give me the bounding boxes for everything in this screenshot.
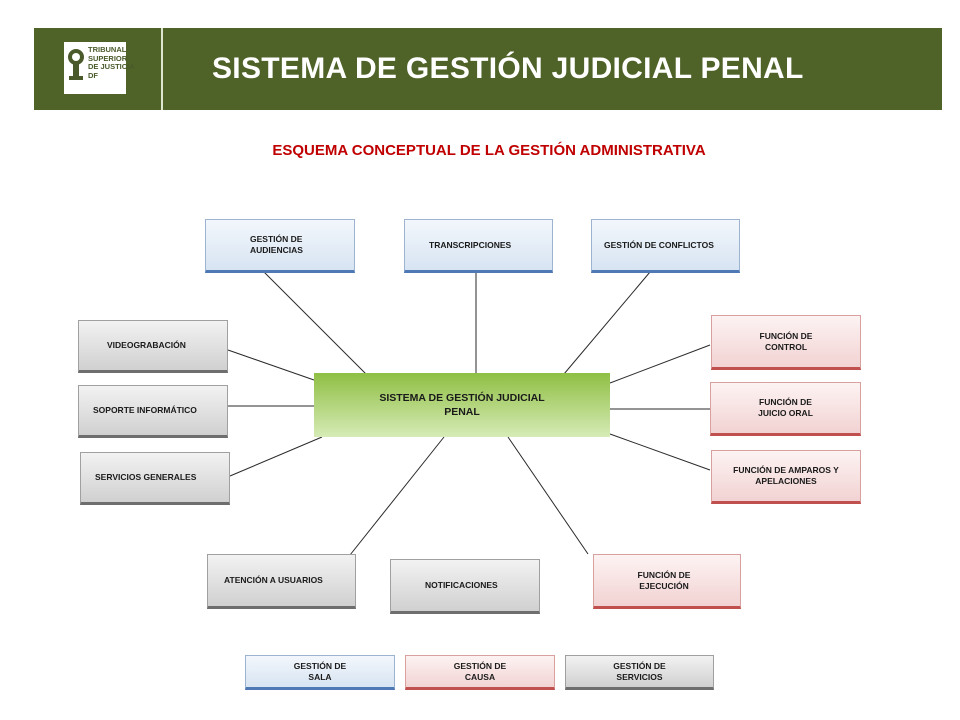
header-divider	[161, 28, 163, 110]
node-funcion-ejecucion-label: FUNCIÓN DE EJECUCIÓN	[637, 569, 691, 591]
node-atencion-usuarios-label: ATENCIÓN A USUARIOS	[224, 575, 323, 585]
node-funcion-amparos-label: FUNCIÓN DE AMPAROS Y APELACIONES	[733, 465, 839, 486]
page-title: SISTEMA DE GESTIÓN JUDICIAL PENAL	[34, 52, 942, 86]
node-videograbacion: VIDEOGRABACIÓN	[78, 320, 228, 373]
tribunal-logo-mark	[68, 49, 84, 80]
legend-gestion-causa-label: GESTIÓN DE CAUSA	[453, 660, 507, 682]
node-funcion-control-label: FUNCIÓN DE CONTROL	[759, 330, 813, 352]
node-funcion-control: FUNCIÓN DE CONTROL	[711, 315, 861, 370]
node-transcripciones: TRANSCRIPCIONES	[404, 219, 553, 273]
connector-atencion	[349, 436, 445, 556]
node-soporte-informatico: SOPORTE INFORMÁTICO	[78, 385, 228, 438]
node-transcripciones-label: TRANSCRIPCIONES	[429, 239, 512, 250]
node-gestion-audiencias-label: GESTIÓN DE AUDIENCIAS	[250, 234, 303, 255]
node-videograbacion-label: VIDEOGRABACIÓN	[107, 340, 186, 350]
tribunal-logo-text: TRIBUNAL SUPERIOR DE JUSTICIA DF	[88, 45, 135, 80]
diagram-subtitle: ESQUEMA CONCEPTUAL DE LA GESTIÓN ADMINIS…	[272, 142, 706, 159]
tribunal-logo: TRIBUNAL SUPERIOR DE JUSTICIA DF	[64, 42, 135, 94]
node-soporte-informatico-label: SOPORTE INFORMÁTICO	[93, 405, 197, 415]
legend-gestion-servicios: GESTIÓN DE SERVICIOS	[565, 655, 714, 690]
node-servicios-generales-label: SERVICIOS GENERALES	[95, 472, 197, 482]
node-funcion-juicio-oral-label: FUNCIÓN DE JUICIO ORAL	[758, 397, 813, 418]
legend-gestion-sala: GESTIÓN DE SALA	[245, 655, 395, 690]
connector-amparos	[609, 433, 711, 471]
connector-audiencias	[263, 271, 367, 375]
connector-control	[609, 344, 711, 384]
header-bar: TRIBUNAL SUPERIOR DE JUSTICIA DF SISTEMA…	[34, 28, 942, 110]
center-node-label: SISTEMA DE GESTIÓN JUDICIAL PENAL	[379, 392, 545, 418]
legend-gestion-sala-label: GESTIÓN DE SALA	[293, 660, 347, 682]
page-title-text: SISTEMA DE GESTIÓN JUDICIAL PENAL	[212, 52, 804, 85]
connector-conflictos	[563, 271, 651, 375]
node-funcion-juicio-oral: FUNCIÓN DE JUICIO ORAL	[710, 382, 861, 436]
node-notificaciones: NOTIFICACIONES	[390, 559, 540, 614]
connector-videograbacion	[227, 349, 315, 381]
node-gestion-conflictos: GESTIÓN DE CONFLICTOS	[591, 219, 740, 273]
node-funcion-amparos: FUNCIÓN DE AMPAROS Y APELACIONES	[711, 450, 861, 504]
node-funcion-ejecucion: FUNCIÓN DE EJECUCIÓN	[593, 554, 741, 609]
connector-servicios-generales	[229, 436, 323, 477]
node-gestion-audiencias: GESTIÓN DE AUDIENCIAS	[205, 219, 355, 273]
node-servicios-generales: SERVICIOS GENERALES	[80, 452, 230, 505]
node-gestion-conflictos-label: GESTIÓN DE CONFLICTOS	[604, 239, 714, 250]
node-atencion-usuarios: ATENCIÓN A USUARIOS	[207, 554, 356, 609]
legend-gestion-servicios-label: GESTIÓN DE SERVICIOS	[613, 660, 666, 682]
legend-gestion-causa: GESTIÓN DE CAUSA	[405, 655, 555, 690]
center-node: SISTEMA DE GESTIÓN JUDICIAL PENAL	[314, 373, 610, 437]
node-notificaciones-label: NOTIFICACIONES	[425, 580, 498, 590]
connector-ejecucion	[507, 436, 589, 555]
